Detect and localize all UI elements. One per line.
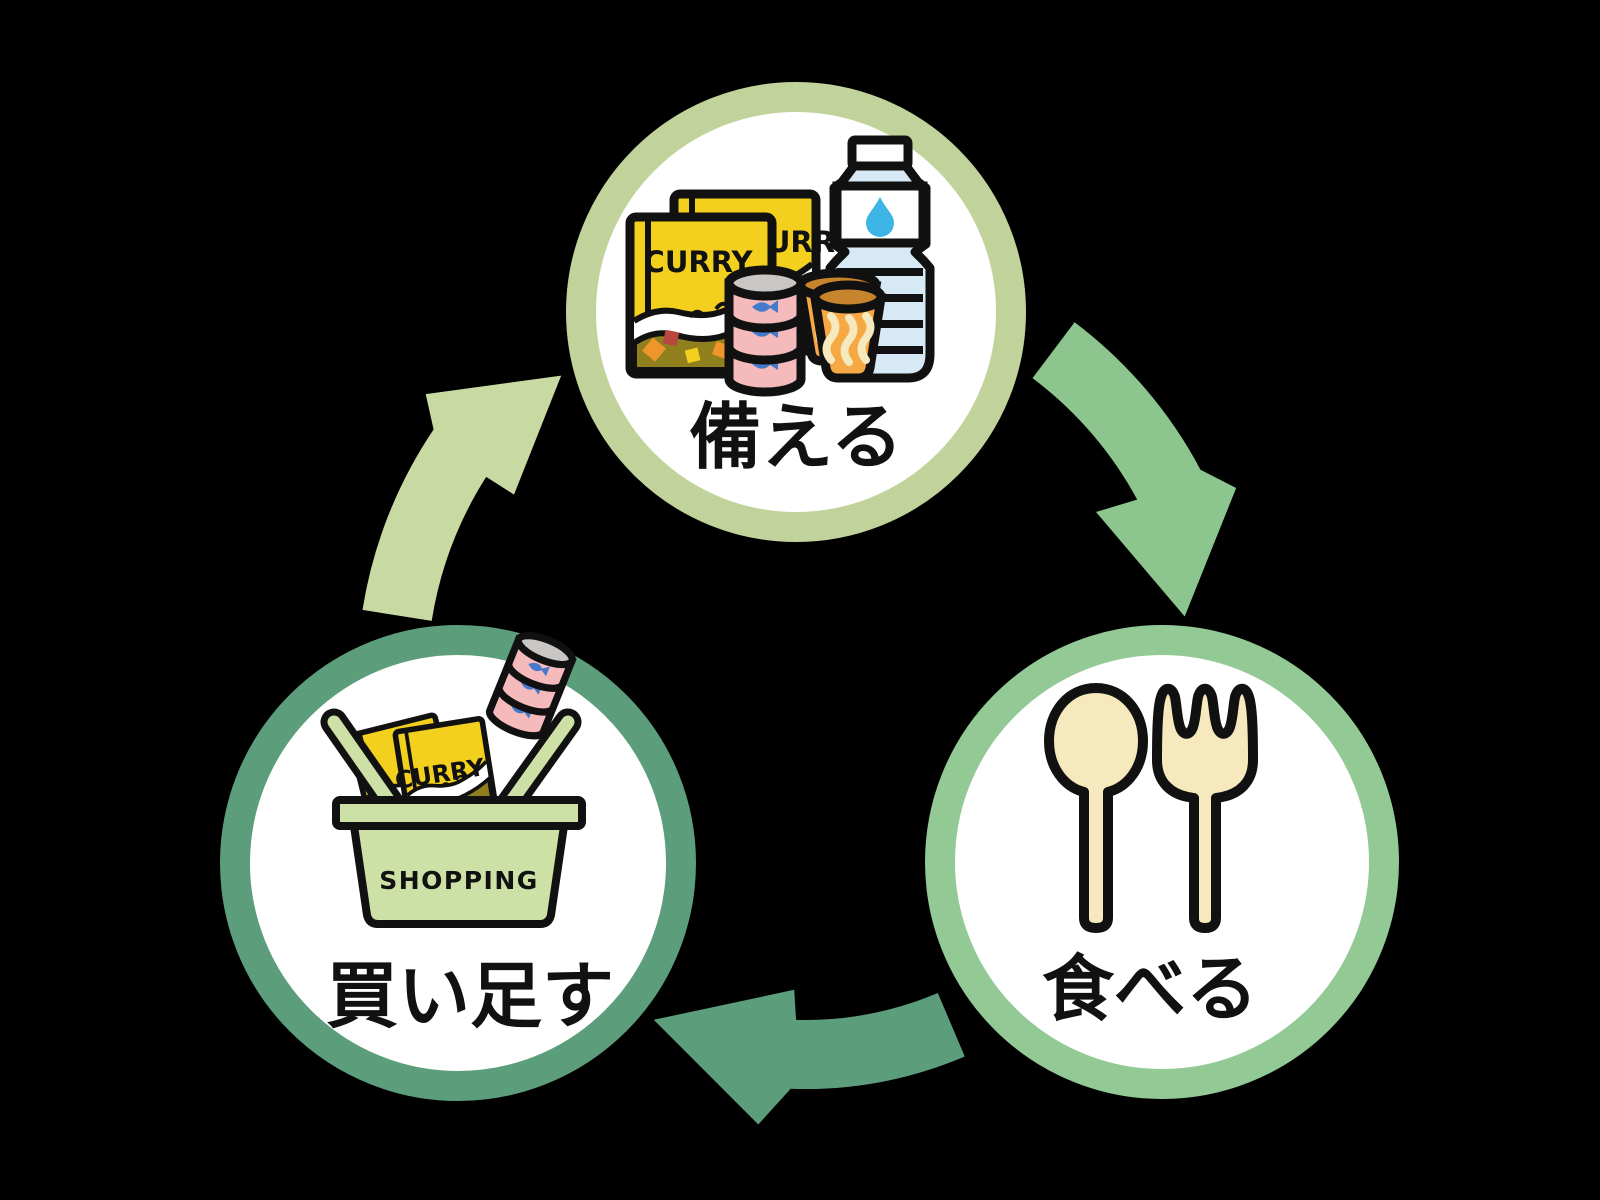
prepare-node: CURRY CURRY [566, 82, 1026, 542]
fork-icon [1152, 683, 1258, 933]
arrow-buy-to-prepare [362, 375, 562, 621]
arrow-eat-to-buy [653, 989, 965, 1125]
buy-node: CURRY SHOPPING 買い足す [220, 625, 696, 1101]
basket-rim [332, 796, 586, 830]
basket-handle-left [320, 708, 408, 822]
buy-label: 買い足す [326, 954, 614, 1038]
shopping-basket-icon: CURRY SHOPPING [320, 630, 586, 928]
basket-shopping-label: SHOPPING [379, 866, 539, 895]
eat-node: 食べる [925, 625, 1399, 1099]
water-drop-icon [866, 197, 894, 237]
basket-handle-right [494, 708, 582, 820]
noodle-cup-front-icon [809, 280, 887, 383]
spoon-fork-icon [1044, 683, 1258, 933]
eat-label: 食べる [1042, 947, 1258, 1031]
fish-can-stack-icon [729, 270, 801, 392]
spoon-icon [1044, 683, 1148, 933]
emergency-food-stock-icon: CURRY CURRY [630, 135, 935, 392]
arrow-prepare-to-eat [1032, 322, 1237, 617]
prepare-label: 備える [689, 395, 903, 479]
basket-body [350, 822, 568, 928]
cycle-arrows [362, 322, 1237, 1125]
